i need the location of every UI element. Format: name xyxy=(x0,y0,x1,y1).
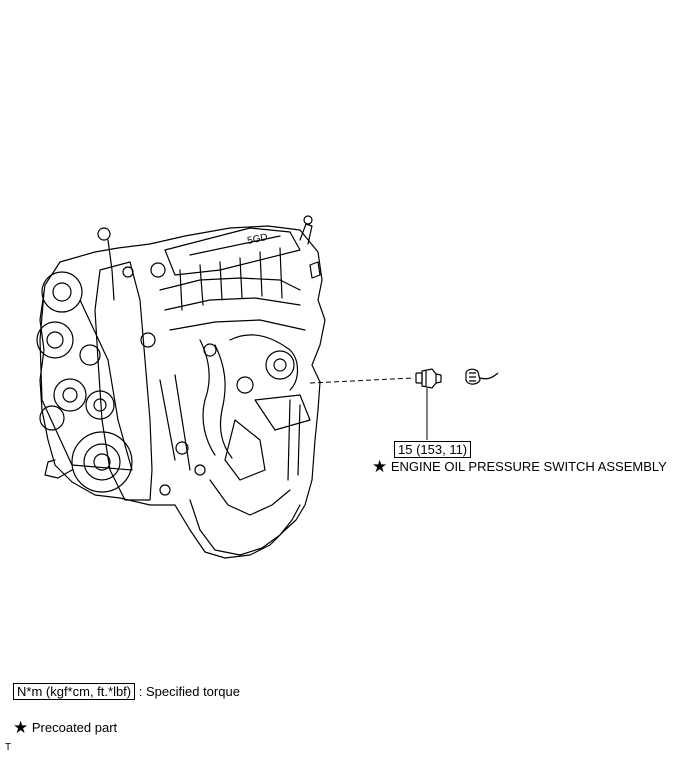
star-icon: ★ xyxy=(13,718,29,737)
corner-mark: T xyxy=(5,742,12,753)
svg-text:5GD: 5GD xyxy=(246,232,268,247)
legend-torque-box: N*m (kgf*cm, ft.*lbf) xyxy=(13,683,136,700)
oil-pressure-switch-icon xyxy=(415,368,442,389)
part-name-text: ENGINE OIL PRESSURE SWITCH ASSEMBLY xyxy=(390,459,667,474)
wire-connector-icon xyxy=(465,368,499,385)
legend-torque: N*m (kgf*cm, ft.*lbf) : Specified torque xyxy=(13,683,240,700)
part-name-label: ★ ENGINE OIL PRESSURE SWITCH ASSEMBLY xyxy=(372,457,667,476)
star-icon: ★ xyxy=(372,457,388,476)
legend-precoated-desc: Precoated part xyxy=(31,720,118,735)
legend-precoated: ★ Precoated part xyxy=(13,718,118,737)
torque-value-box: 15 (153, 11) xyxy=(394,441,472,458)
legend-torque-desc: : Specified torque xyxy=(138,684,240,699)
